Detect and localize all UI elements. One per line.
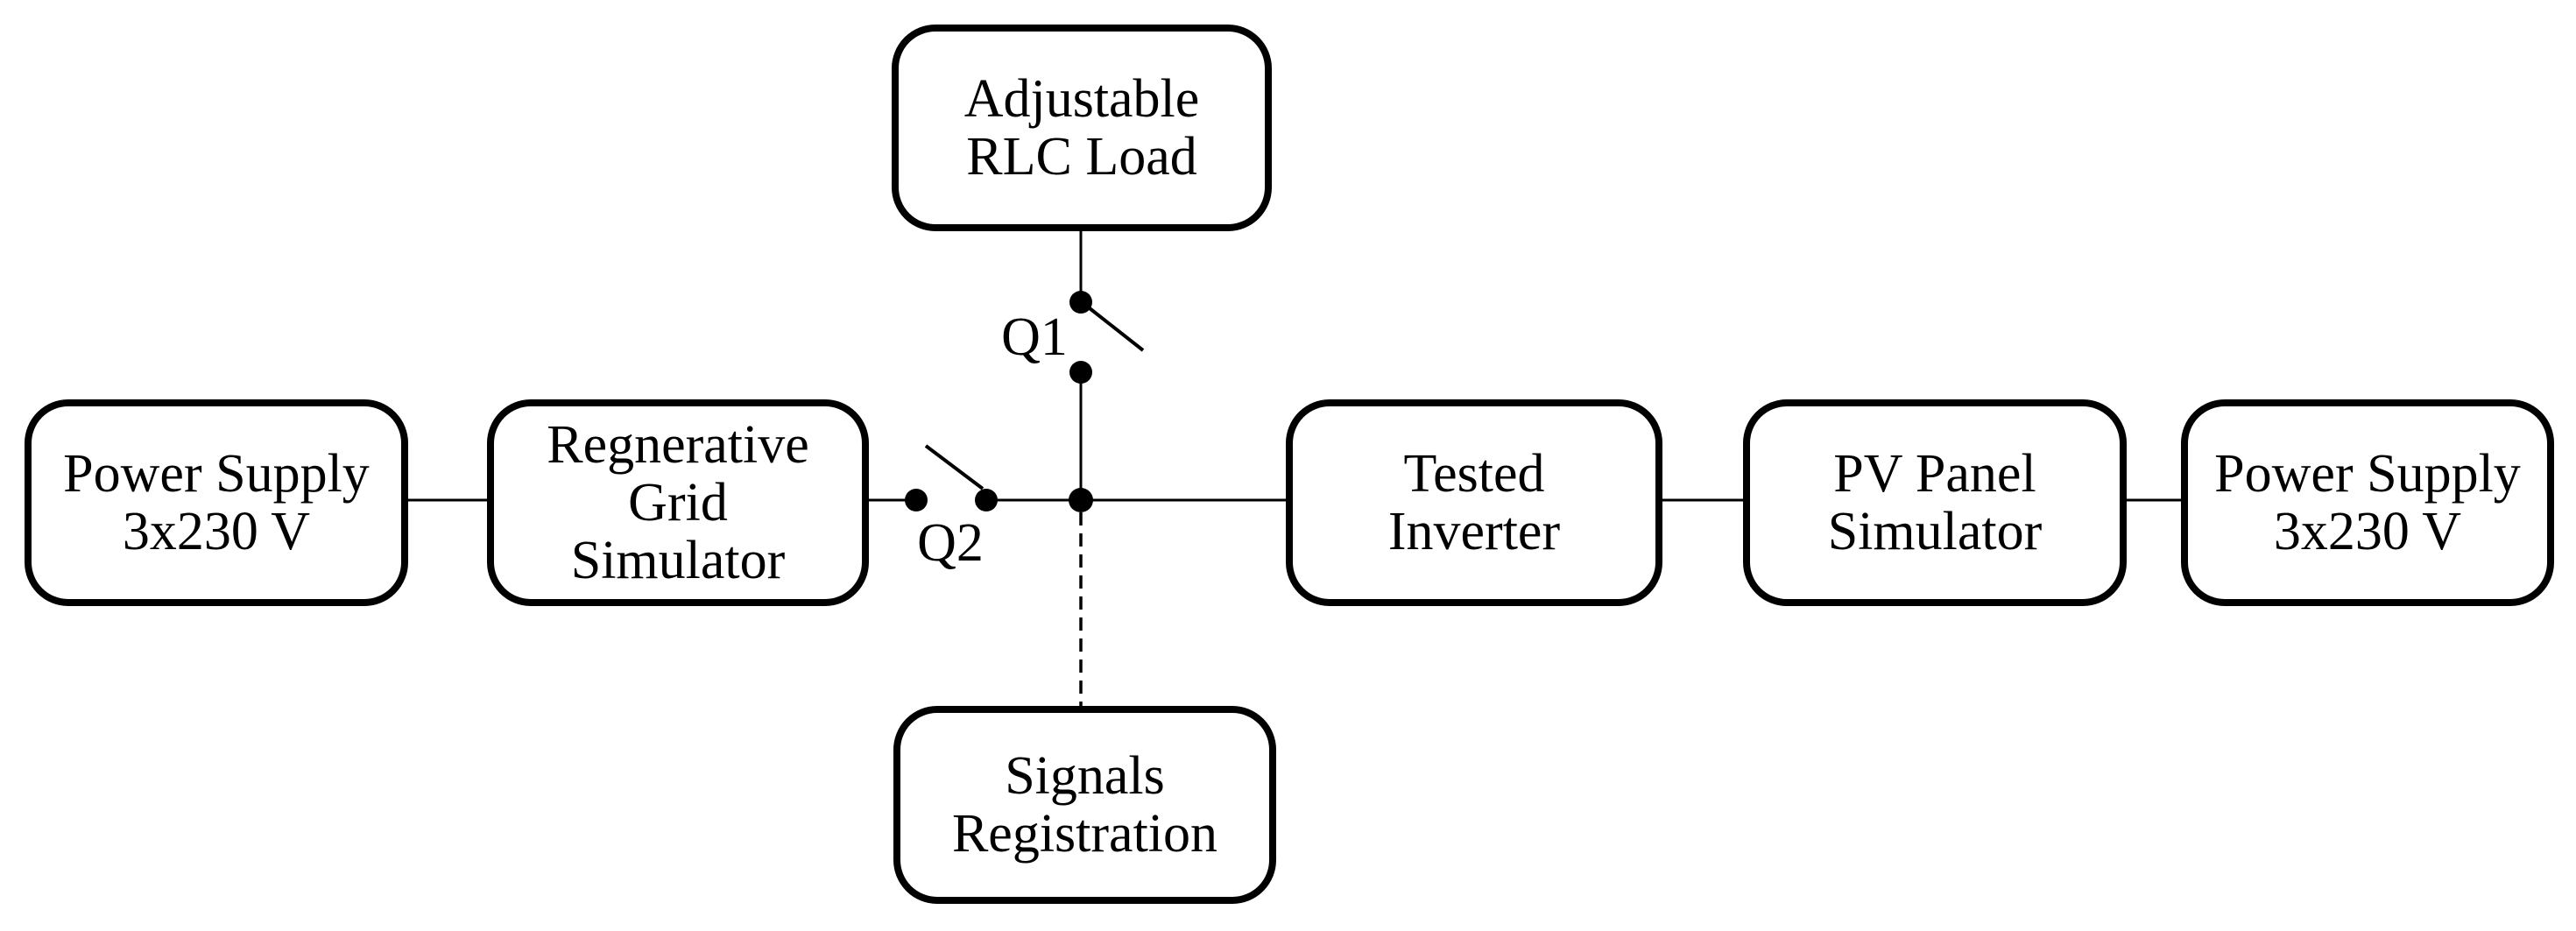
node-pv-panel-simulator: PV Panel Simulator (1743, 399, 2127, 606)
node-signals-registration: Signals Registration (893, 706, 1276, 904)
q2-left-contact-dot (905, 489, 928, 511)
q1-switch-blade (1088, 307, 1145, 352)
node-label-line: Grid (628, 473, 728, 533)
node-label-line: Inverter (1387, 502, 1561, 561)
q2-right-contact-dot (975, 489, 998, 511)
node-label-line: Simulator (570, 531, 786, 590)
node-regenerative-grid-simulator: Regnerative Grid Simulator (487, 399, 869, 606)
node-label-line: Adjustable (963, 69, 1200, 129)
node-label-line: PV Panel (1833, 444, 2036, 504)
node-label-line: Power Supply (2214, 444, 2521, 504)
q1-switch-label: Q1 (1001, 307, 1068, 367)
node-label-line: Registration (951, 804, 1218, 864)
node-adjustable-rlc-load: Adjustable RLC Load (892, 25, 1272, 231)
node-label-line: Tested (1403, 444, 1545, 504)
node-label-line: Signals (1005, 746, 1165, 806)
node-label-line: Power Supply (63, 444, 370, 504)
node-label-line: RLC Load (966, 127, 1197, 187)
node-power-supply-right: Power Supply 3x230 V (2181, 399, 2554, 606)
q2-switch-blade (924, 444, 985, 490)
node-label-line: Simulator (1827, 502, 2043, 561)
q1-lower-contact-dot (1069, 361, 1092, 384)
node-tested-inverter: Tested Inverter (1286, 399, 1662, 606)
node-label-line: 3x230 V (2273, 502, 2462, 561)
node-power-supply-left: Power Supply 3x230 V (25, 399, 408, 606)
q2-switch-label: Q2 (917, 513, 984, 573)
junction-dot (1069, 488, 1093, 512)
node-label-line: Regnerative (547, 415, 809, 475)
node-label-line: 3x230 V (122, 502, 311, 561)
q1-upper-contact-dot (1069, 291, 1092, 314)
